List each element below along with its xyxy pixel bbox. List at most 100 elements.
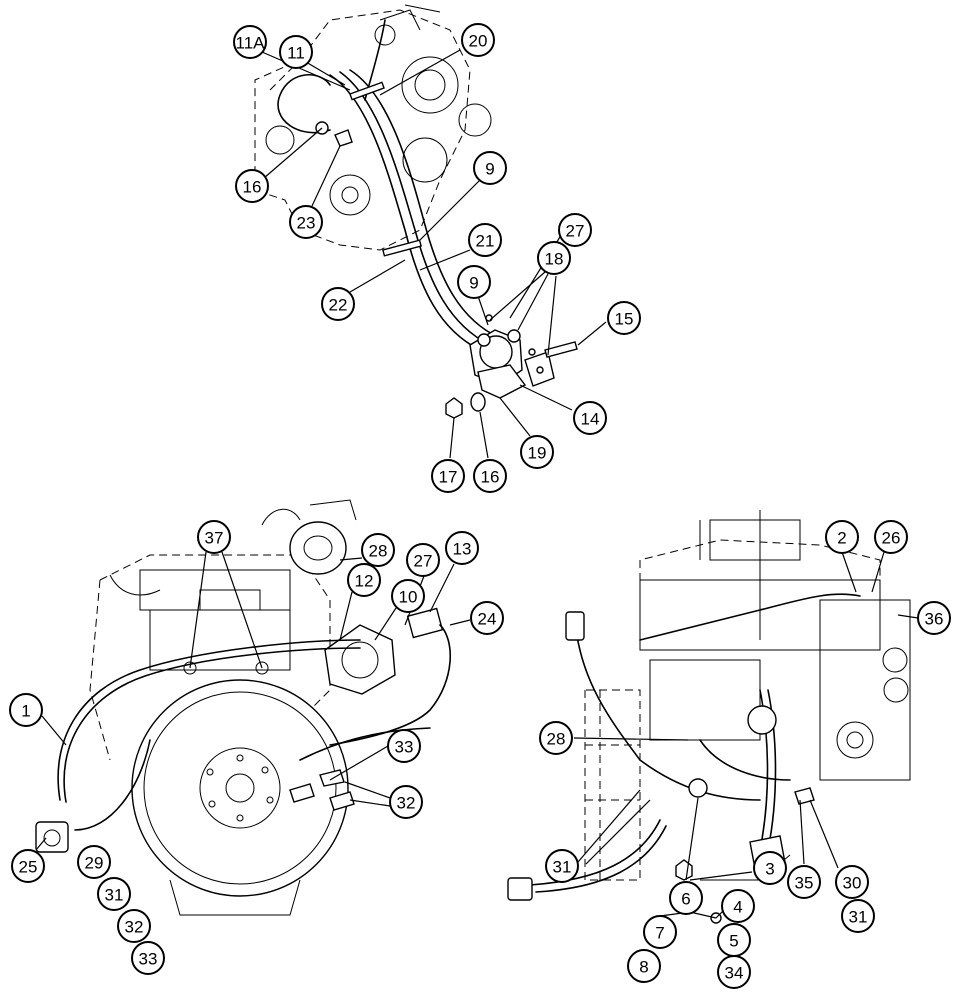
callout-circle bbox=[753, 851, 787, 885]
callout-circle bbox=[470, 601, 504, 635]
callout-right-12: 5 bbox=[717, 923, 751, 957]
callout-label: 18 bbox=[545, 250, 564, 269]
callout-label: 24 bbox=[478, 610, 497, 629]
callout-circle bbox=[279, 35, 313, 69]
callout-label: 13 bbox=[453, 540, 472, 559]
callout-circle bbox=[445, 531, 479, 565]
callout-top-1: 11 bbox=[279, 35, 313, 69]
callout-label: 34 bbox=[725, 964, 744, 983]
callout-left-3: 13 bbox=[445, 531, 479, 565]
callout-circle bbox=[787, 865, 821, 899]
callout-label: 10 bbox=[399, 588, 418, 607]
callout-circle bbox=[539, 721, 573, 755]
callout-circle bbox=[431, 459, 465, 493]
callout-label: 9 bbox=[485, 160, 494, 179]
callout-label: 11 bbox=[287, 44, 305, 63]
callout-right-6: 35 bbox=[787, 865, 821, 899]
callout-top-3: 16 bbox=[235, 169, 269, 203]
callout-top-0: 11A bbox=[233, 25, 267, 59]
callout-top-15: 16 bbox=[473, 459, 507, 493]
callout-left-12: 31 bbox=[97, 877, 131, 911]
callout-right-10: 31 bbox=[841, 899, 875, 933]
callout-label: 22 bbox=[329, 296, 348, 315]
callout-circle bbox=[473, 151, 507, 185]
callout-circle bbox=[233, 25, 267, 59]
callout-label: 27 bbox=[566, 222, 585, 241]
callout-label: 29 bbox=[85, 854, 104, 873]
callout-left-0: 37 bbox=[197, 520, 231, 554]
callout-top-13: 19 bbox=[520, 435, 554, 469]
callout-label: 21 bbox=[476, 232, 495, 251]
callout-top-8: 18 bbox=[537, 241, 571, 275]
callout-circle bbox=[361, 533, 395, 567]
callout-label: 9 bbox=[469, 274, 478, 293]
callout-label: 15 bbox=[615, 310, 634, 329]
callout-label: 28 bbox=[369, 542, 388, 561]
callout-label: 25 bbox=[19, 858, 38, 877]
callout-label: 3 bbox=[765, 860, 774, 879]
callout-right-3: 28 bbox=[539, 721, 573, 755]
callout-top-9: 9 bbox=[457, 265, 491, 299]
callout-circle bbox=[545, 849, 579, 883]
callout-circle bbox=[537, 241, 571, 275]
callout-top-10: 22 bbox=[321, 287, 355, 321]
callout-circle bbox=[573, 401, 607, 435]
callout-circle bbox=[289, 205, 323, 239]
callout-top-7: 21 bbox=[468, 223, 502, 257]
callout-circle bbox=[643, 915, 677, 949]
callout-circle bbox=[197, 520, 231, 554]
callout-label: 37 bbox=[205, 529, 224, 548]
callout-circle bbox=[387, 729, 421, 763]
callout-right-11: 7 bbox=[643, 915, 677, 949]
callout-circle bbox=[717, 955, 751, 989]
right-view-leaders bbox=[573, 551, 919, 919]
callout-label: 8 bbox=[639, 958, 648, 977]
callout-label: 28 bbox=[547, 730, 566, 749]
callout-top-5: 23 bbox=[289, 205, 323, 239]
callout-label: 36 bbox=[925, 610, 944, 629]
callout-circle bbox=[457, 265, 491, 299]
callout-label: 23 bbox=[297, 214, 316, 233]
callout-circle bbox=[468, 223, 502, 257]
callout-left-1: 28 bbox=[361, 533, 395, 567]
callout-left-14: 33 bbox=[131, 941, 165, 975]
callout-circle bbox=[117, 909, 151, 943]
callout-label: 32 bbox=[397, 794, 416, 813]
callout-circle bbox=[473, 459, 507, 493]
callout-label: 4 bbox=[733, 898, 742, 917]
callout-right-14: 34 bbox=[717, 955, 751, 989]
callout-label: 17 bbox=[439, 468, 458, 487]
callout-left-7: 1 bbox=[9, 693, 43, 727]
callout-left-5: 10 bbox=[391, 579, 425, 613]
callout-circle bbox=[77, 845, 111, 879]
callout-right-9: 4 bbox=[721, 889, 755, 923]
callout-circle bbox=[406, 543, 440, 577]
callout-circle bbox=[520, 435, 554, 469]
callout-label: 30 bbox=[843, 874, 862, 893]
callout-label: 26 bbox=[882, 529, 901, 548]
callout-label: 16 bbox=[243, 178, 262, 197]
callout-label: 27 bbox=[414, 552, 433, 571]
callout-label: 33 bbox=[395, 738, 414, 757]
callout-label: 5 bbox=[729, 932, 738, 951]
callout-circle bbox=[235, 169, 269, 203]
callout-label: 32 bbox=[125, 918, 144, 937]
callout-circle bbox=[391, 579, 425, 613]
callout-left-6: 24 bbox=[470, 601, 504, 635]
callout-label: 7 bbox=[655, 924, 664, 943]
callout-label: 1 bbox=[21, 702, 30, 721]
callout-right-8: 6 bbox=[669, 881, 703, 915]
callout-circle bbox=[627, 949, 661, 983]
callout-left-4: 12 bbox=[347, 563, 381, 597]
callout-label: 19 bbox=[528, 444, 547, 463]
callout-circle bbox=[347, 563, 381, 597]
callout-right-1: 26 bbox=[874, 520, 908, 554]
callout-right-5: 3 bbox=[753, 851, 787, 885]
callout-circle bbox=[131, 941, 165, 975]
left-view-artwork bbox=[35, 499, 452, 916]
callout-circle bbox=[321, 287, 355, 321]
callout-circle bbox=[607, 301, 641, 335]
callout-label: 6 bbox=[681, 890, 690, 909]
callout-left-11: 29 bbox=[77, 845, 111, 879]
callout-label: 11A bbox=[236, 34, 266, 53]
